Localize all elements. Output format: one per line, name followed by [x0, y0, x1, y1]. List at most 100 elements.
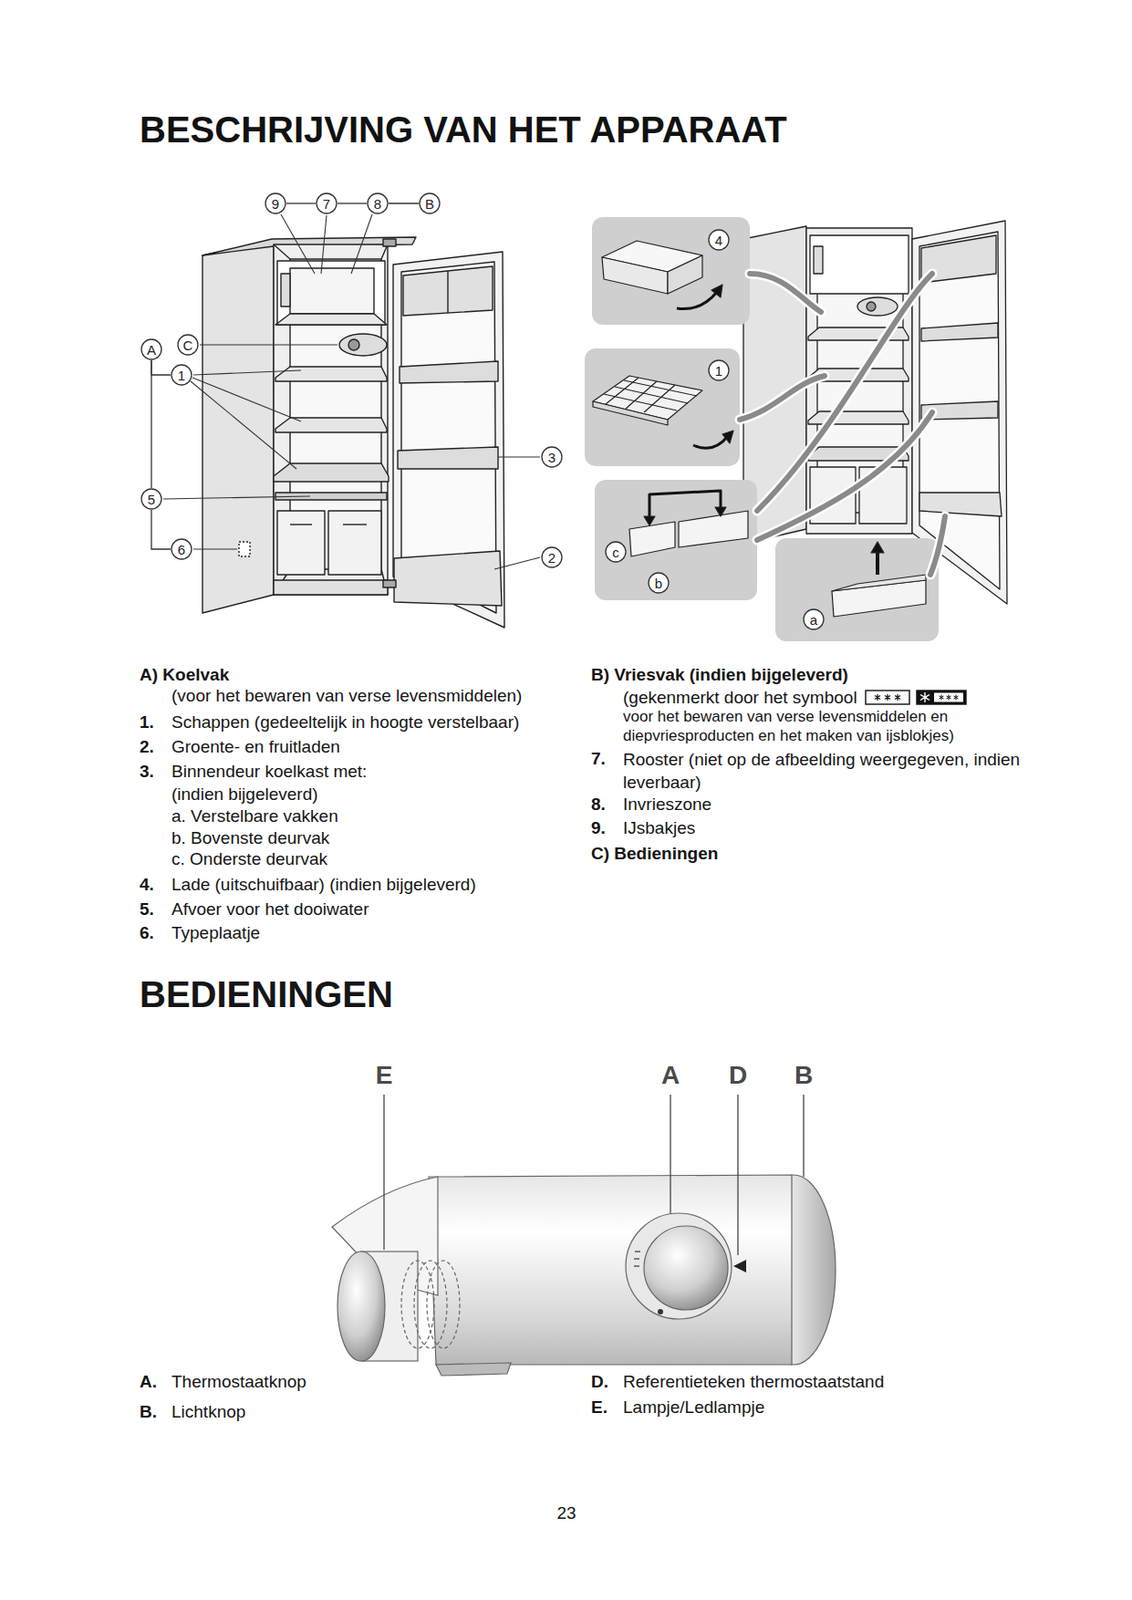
callout-circle: 1 — [707, 359, 730, 382]
callout-number: A — [146, 342, 156, 357]
illustration-part — [190, 381, 297, 469]
callout-circle: 7 — [315, 192, 338, 215]
illustration-part — [290, 523, 312, 525]
callout-circle: B — [418, 192, 441, 215]
illustration-part — [643, 516, 655, 526]
list-text: Lade (uitschuifbaar) (indien bijgeleverd… — [171, 874, 477, 896]
section-note: (gekenmerkt door het symbool — [623, 687, 858, 709]
illustration-part — [193, 370, 302, 375]
callout-number: 4 — [715, 233, 723, 248]
illustration-part — [930, 516, 946, 575]
freezer-symbol — [864, 689, 967, 707]
illustration-part — [715, 507, 727, 517]
callout-number: 7 — [322, 197, 331, 211]
section-note: (voor het bewaren van verse levensmiddel… — [171, 685, 522, 707]
illustration-part — [623, 380, 697, 396]
list-text: Schappen (gedeeltelijk in hoogte verstel… — [171, 712, 520, 734]
callout-number: b — [654, 576, 663, 591]
section-heading: B) Vriesvak (indien bijgeleverd) — [591, 664, 849, 686]
illustration-part — [351, 214, 373, 274]
illustration-part — [749, 273, 821, 312]
illustration-part — [426, 1260, 460, 1349]
callout-number: 2 — [548, 550, 556, 565]
callout-outline — [541, 547, 562, 568]
page-heading: BEDIENINGEN — [139, 972, 394, 1017]
illustration-part — [871, 541, 884, 553]
illustration-part — [711, 284, 723, 298]
callout-circle: 3 — [540, 446, 563, 468]
list-number: 2. — [139, 737, 155, 759]
part-letter: B — [794, 1059, 813, 1091]
illustration-part — [614, 386, 688, 404]
illustration-part — [749, 273, 821, 312]
illustration-part — [865, 690, 910, 705]
sub-item: c. Onderste deurvak — [171, 849, 328, 871]
list-text: Invrieszone — [623, 794, 712, 816]
callout-circle: 2 — [540, 546, 563, 569]
callout-number: B — [425, 197, 435, 211]
sub-item: a. Verstelbare vakken — [171, 806, 339, 828]
illustration-part — [802, 1094, 804, 1177]
illustration-part — [810, 235, 909, 294]
connector-line — [286, 202, 316, 204]
illustration-part — [275, 313, 387, 325]
illustration-part — [920, 692, 930, 703]
illustration-part — [934, 693, 964, 703]
callout-outline — [367, 193, 388, 214]
list-number: 5. — [139, 899, 155, 921]
illustration-part — [938, 695, 944, 701]
illustration-part — [328, 510, 382, 575]
section-heading: C) Bedieningen — [591, 843, 718, 865]
illustration-part — [202, 240, 274, 613]
callout-outline — [648, 572, 669, 593]
callout-outline — [141, 339, 162, 360]
callout-number: 1 — [715, 363, 723, 378]
illustration-part — [383, 580, 396, 588]
callout-circle: 1 — [170, 363, 193, 386]
illustration-part — [649, 490, 721, 522]
callout-circle: 9 — [264, 192, 287, 215]
illustration-part — [919, 492, 1002, 517]
illustration-part — [808, 411, 909, 425]
illustration-part — [874, 694, 881, 701]
illustration-part — [193, 548, 238, 550]
illustration-part — [669, 1094, 671, 1214]
page-number: 23 — [556, 1503, 576, 1525]
illustration-part — [238, 541, 250, 557]
callout-circle: 6 — [170, 538, 193, 561]
illustration-part — [584, 348, 740, 467]
sub-item: b. Bovenste deurvak — [171, 828, 330, 850]
illustration-part — [916, 690, 966, 705]
illustration-part — [920, 692, 930, 703]
list-number: 1. — [139, 712, 155, 734]
legend-text: Lichtknop — [171, 1402, 246, 1423]
callout-number: 1 — [177, 368, 186, 383]
illustration-part — [192, 377, 302, 422]
callout-outline — [541, 446, 562, 468]
list-number: 8. — [591, 794, 606, 816]
callout-number: a — [810, 612, 818, 627]
callout-outline — [605, 541, 626, 562]
list-number: 4. — [139, 874, 155, 896]
illustration-part — [275, 366, 387, 382]
list-number: 3. — [139, 761, 155, 783]
illustration-part — [348, 339, 360, 351]
illustration-part — [591, 217, 750, 325]
part-letter: D — [728, 1059, 748, 1091]
illustration-part — [414, 1260, 447, 1349]
illustration-part — [733, 1259, 747, 1273]
illustration-part — [831, 574, 926, 592]
inset-parts — [592, 240, 926, 617]
illustration-part — [602, 257, 668, 294]
callout-circle: 5 — [140, 488, 163, 510]
list-text: Groente- en fruitladen — [171, 737, 341, 759]
illustration-part — [339, 333, 387, 356]
illustration-part — [399, 361, 499, 384]
illustration-part — [739, 375, 825, 420]
illustration-part — [643, 384, 676, 413]
list-text: Typeplaatje — [171, 923, 260, 945]
callout-circle: c — [604, 540, 627, 563]
illustration-part — [737, 1094, 738, 1256]
fridge-left — [202, 237, 505, 628]
